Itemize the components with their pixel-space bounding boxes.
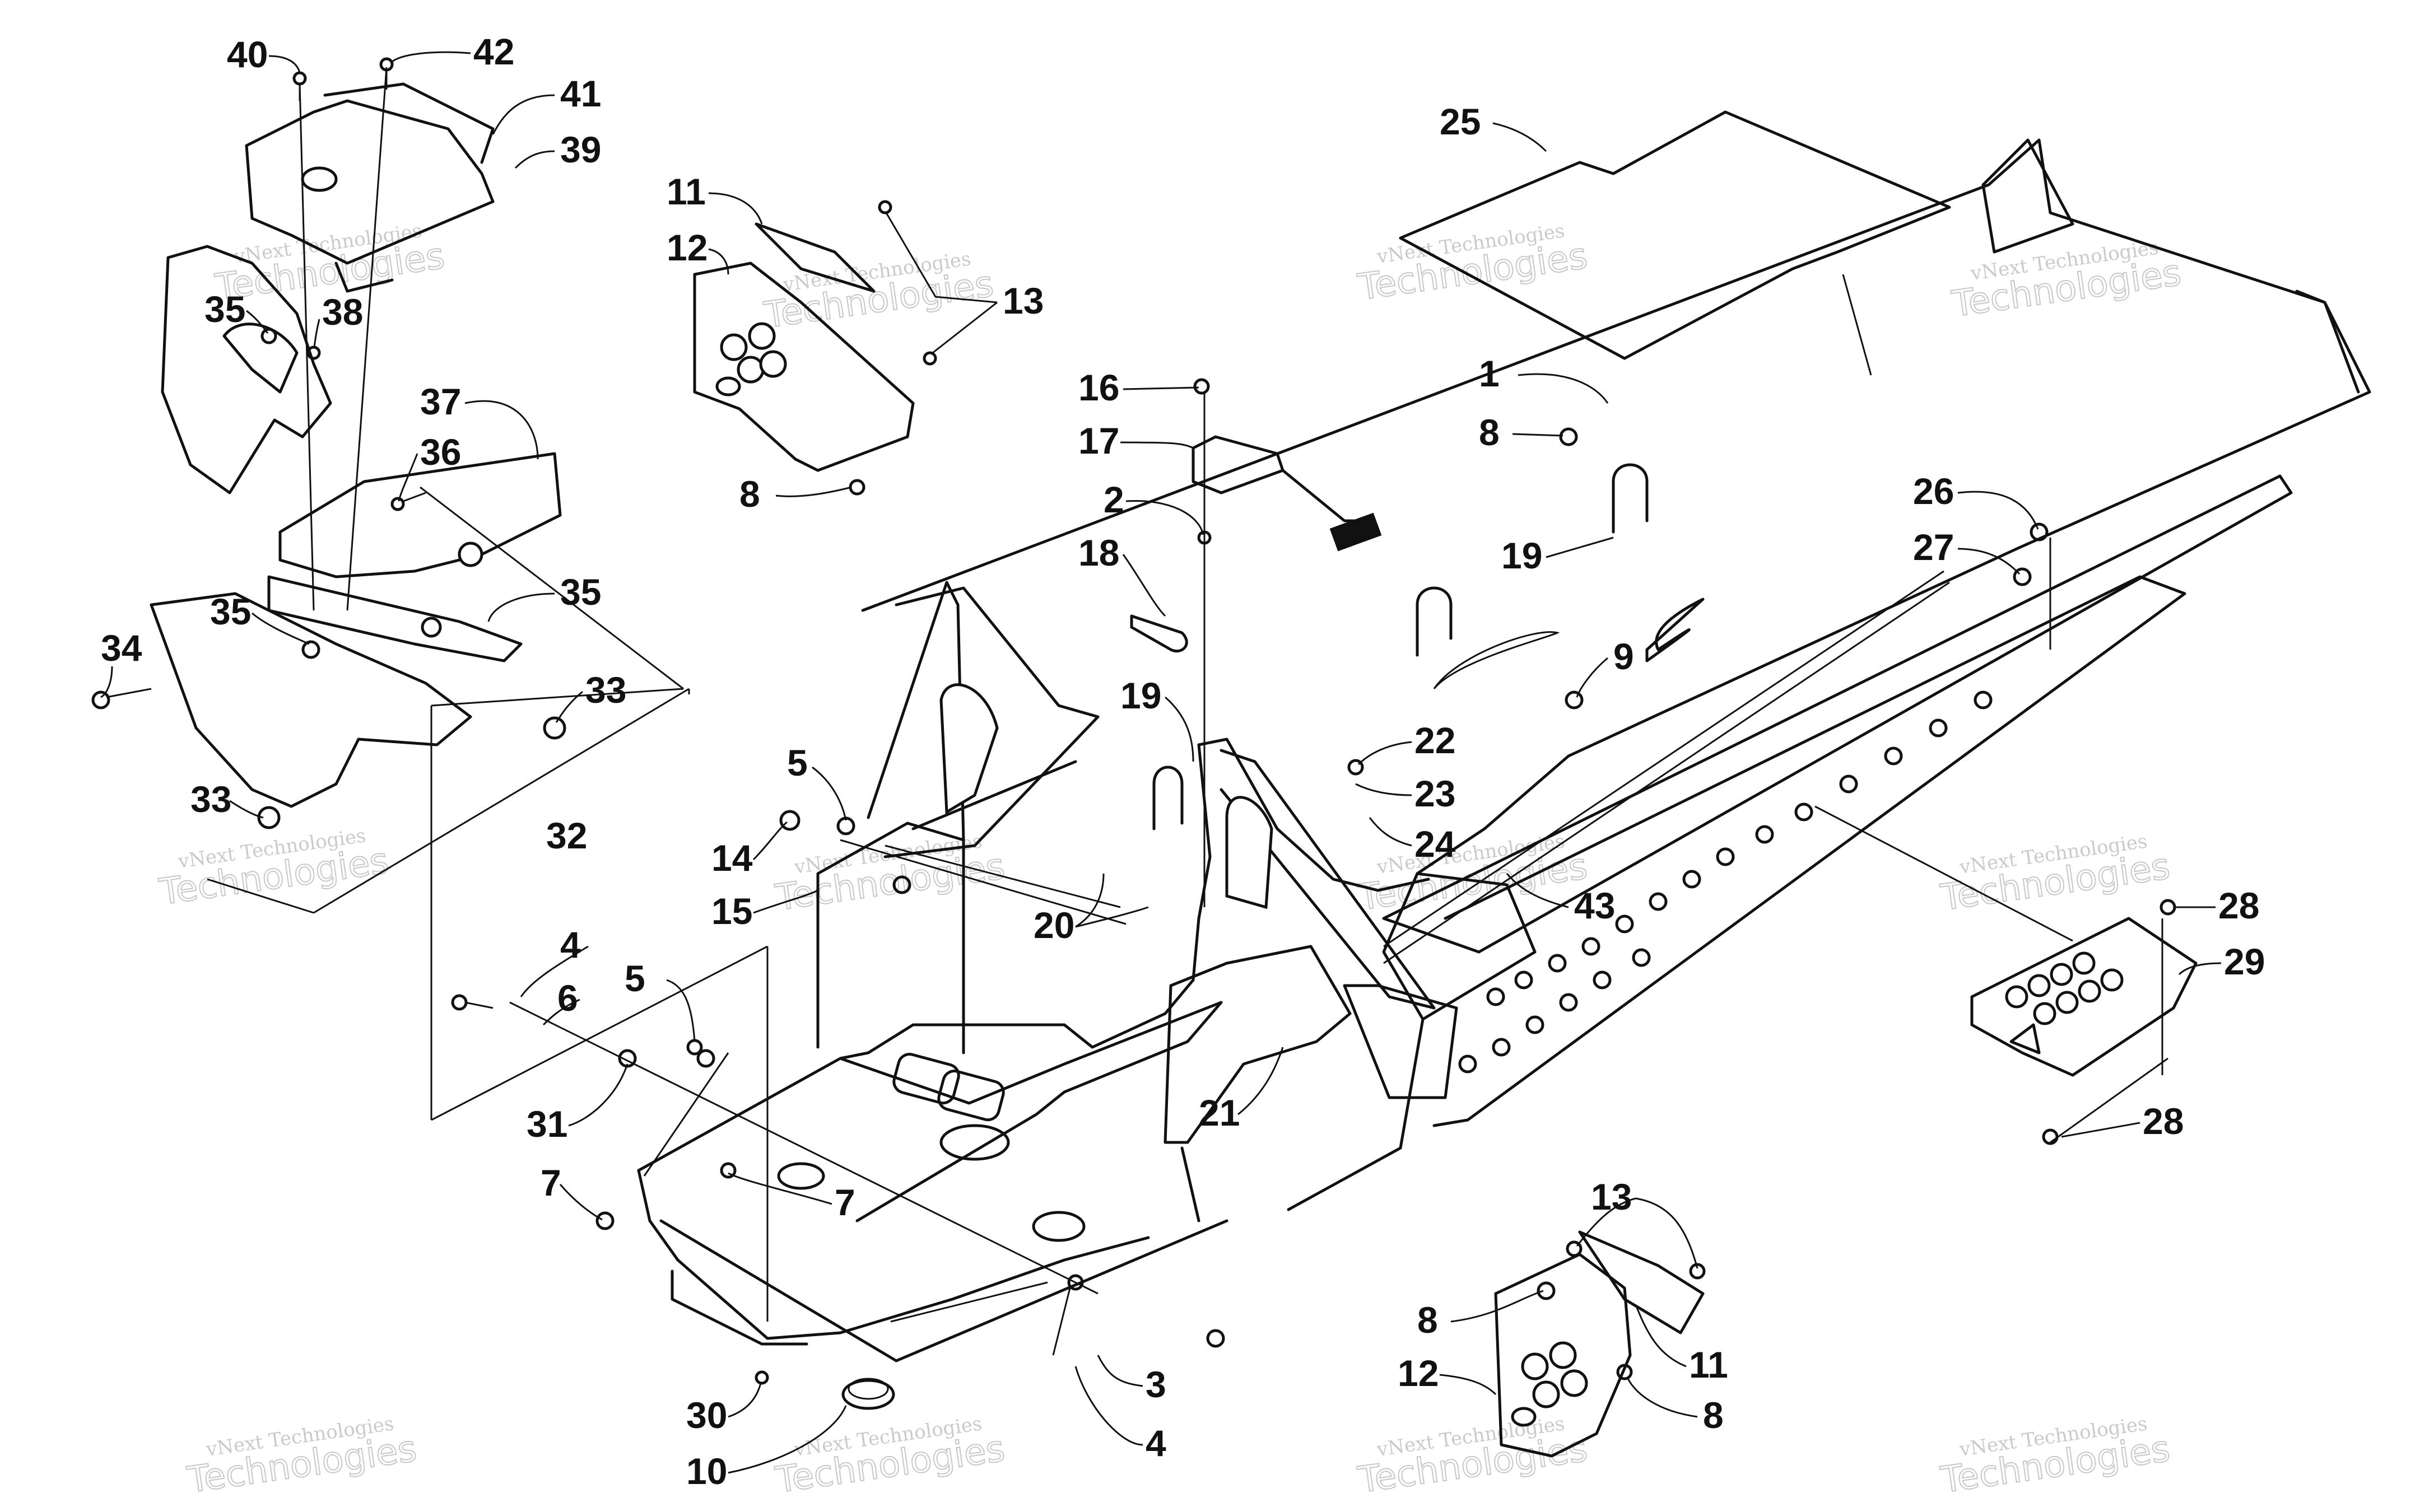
callout-6: 6 — [557, 977, 578, 1019]
callout-24: 24 — [1414, 823, 1456, 865]
callout-21: 21 — [1199, 1092, 1240, 1133]
callout-22: 22 — [1414, 720, 1455, 761]
part-lower-mount-plate — [150, 592, 472, 808]
part-clip — [1130, 614, 1188, 653]
part-lower-side-panel — [1494, 1253, 1632, 1458]
tunnel-holes — [1458, 690, 1993, 1074]
callout-11: 11 — [1689, 1344, 1728, 1385]
part-upper-side-panel — [693, 262, 915, 472]
callout-29: 29 — [2224, 941, 2265, 982]
callout-5: 5 — [625, 958, 645, 999]
part-ecu-module — [1192, 392, 1382, 552]
callout-42: 42 — [473, 31, 514, 72]
callout-15: 15 — [711, 890, 752, 932]
callout-12: 12 — [1398, 1352, 1439, 1394]
callout-8: 8 — [739, 473, 760, 515]
callout-43: 43 — [1574, 885, 1615, 926]
callout-7: 7 — [835, 1182, 855, 1223]
callouts: 40 42 41 39 35 38 37 36 35 35 34 33 33 3… — [101, 31, 2265, 1492]
callout-28: 28 — [2143, 1100, 2184, 1142]
callout-37: 37 — [420, 381, 461, 422]
callout-1: 1 — [1479, 353, 1500, 394]
callout-32: 32 — [546, 815, 587, 856]
part-chassis-frame — [637, 581, 1458, 1362]
callout-10: 10 — [686, 1450, 727, 1492]
part-footrest-plate — [1970, 917, 2198, 1077]
callout-17: 17 — [1078, 420, 1119, 461]
callout-8: 8 — [1703, 1394, 1724, 1436]
part-tunnel — [861, 138, 2371, 1211]
callout-16: 16 — [1078, 367, 1119, 408]
part-upper-rear-cover — [245, 82, 495, 293]
callout-7: 7 — [541, 1162, 561, 1203]
part-strip — [1433, 598, 1705, 689]
callout-2: 2 — [1104, 479, 1124, 520]
callout-3: 3 — [1146, 1364, 1166, 1405]
callout-36: 36 — [420, 431, 461, 473]
leader-lines — [100, 51, 2222, 1474]
callout-25: 25 — [1440, 101, 1481, 142]
callout-34: 34 — [101, 627, 142, 669]
callout-18: 18 — [1078, 532, 1119, 573]
callout-31: 31 — [527, 1103, 567, 1145]
callout-5: 5 — [787, 742, 808, 783]
callout-13: 13 — [1591, 1176, 1632, 1217]
callout-12: 12 — [667, 227, 708, 268]
callout-9: 9 — [1613, 636, 1634, 677]
callout-35: 35 — [560, 571, 601, 613]
assembly-lines — [207, 67, 2168, 1323]
callout-33: 33 — [585, 669, 626, 711]
callout-8: 8 — [1479, 412, 1500, 453]
callout-19: 19 — [1501, 535, 1542, 576]
callout-28: 28 — [2218, 885, 2259, 926]
part-grommet — [841, 1378, 895, 1410]
callout-30: 30 — [686, 1394, 727, 1436]
callout-4: 4 — [560, 924, 581, 965]
callout-27: 27 — [1913, 526, 1954, 568]
callout-11: 11 — [667, 171, 706, 212]
part-u-bolts — [1152, 463, 1649, 830]
callout-38: 38 — [322, 291, 363, 333]
callout-14: 14 — [711, 837, 753, 879]
callout-4: 4 — [1146, 1422, 1166, 1464]
callout-35: 35 — [204, 288, 245, 330]
callout-8: 8 — [1417, 1299, 1438, 1341]
callout-33: 33 — [190, 778, 231, 820]
callout-39: 39 — [560, 129, 601, 170]
callout-20: 20 — [1034, 904, 1074, 946]
callout-40: 40 — [227, 34, 268, 75]
callout-13: 13 — [1003, 280, 1044, 321]
callout-23: 23 — [1414, 773, 1455, 814]
fasteners — [91, 57, 2176, 1385]
callout-41: 41 — [560, 73, 601, 114]
part-seat-pad — [1399, 110, 1951, 376]
callout-26: 26 — [1913, 470, 1954, 512]
callout-19: 19 — [1120, 675, 1161, 716]
callout-35: 35 — [210, 591, 251, 632]
part-lower-shield — [1578, 1230, 1705, 1334]
part-upper-shield — [755, 222, 876, 293]
